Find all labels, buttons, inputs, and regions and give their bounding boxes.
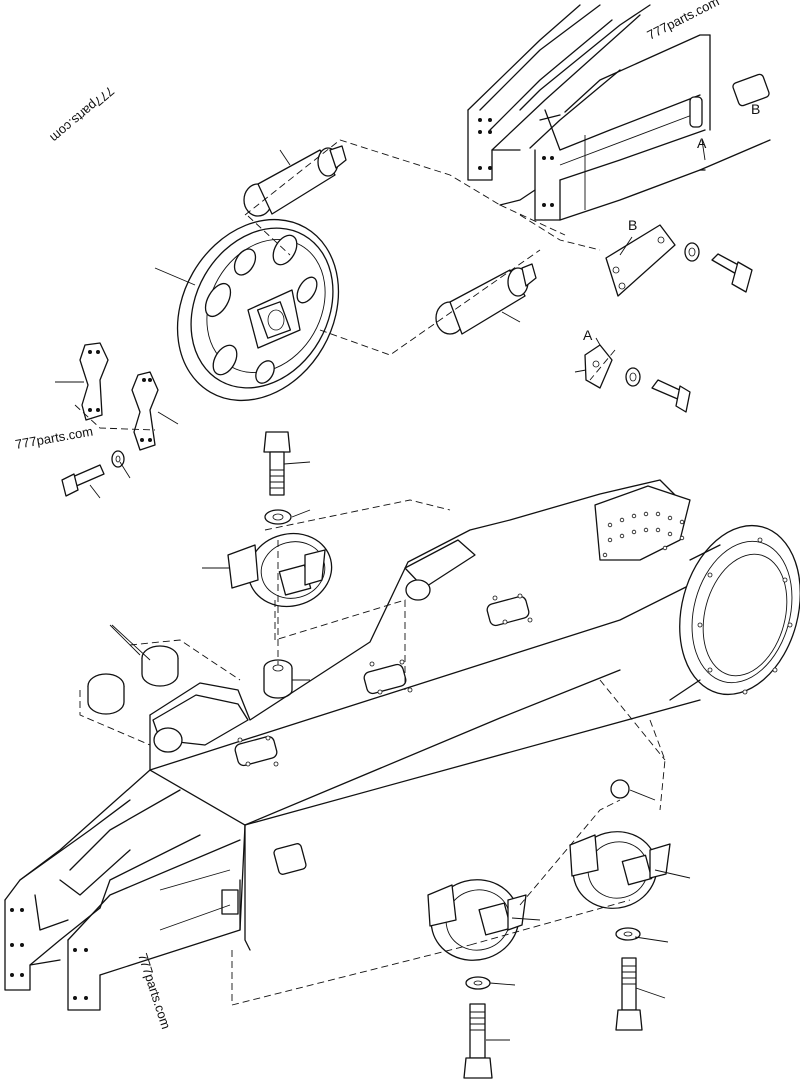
label-b-frame: B [751, 101, 760, 117]
mounting-bracket-left [79, 342, 109, 421]
idler-shaft-lower [435, 263, 537, 335]
bushing-pair [87, 645, 179, 715]
roller-bolt-upper [263, 431, 292, 525]
mounting-bracket-right [131, 371, 159, 451]
cover-plate-a [574, 344, 691, 413]
sprocket-housing-holes [602, 511, 685, 558]
drive-mount-ring [669, 524, 800, 701]
idler-wheel [176, 218, 340, 402]
track-roller-left [427, 879, 527, 961]
roller-bolt-lower-left [463, 976, 493, 1079]
carrier-roller-upper [227, 532, 333, 608]
assembly-guide-lines [74, 139, 666, 1006]
spacer-sleeve [263, 659, 293, 699]
watermark-mid-left: 777parts.com [14, 424, 94, 452]
watermark-top-left: 777parts.com [47, 83, 117, 145]
label-b-plate: B [628, 217, 637, 233]
idler-shaft-upper [243, 145, 347, 217]
cover-plate-b [605, 224, 753, 297]
label-a-frame: A [697, 135, 707, 151]
frame-end-upper [467, 4, 771, 221]
watermark-bottom-left: 777parts.com [135, 951, 174, 1031]
label-a-plate: A [583, 327, 593, 343]
track-roller-right [569, 779, 671, 909]
leader-lines [55, 149, 691, 1041]
track-frame-main [4, 479, 701, 1011]
roller-bolt-lower-right [615, 927, 643, 1031]
